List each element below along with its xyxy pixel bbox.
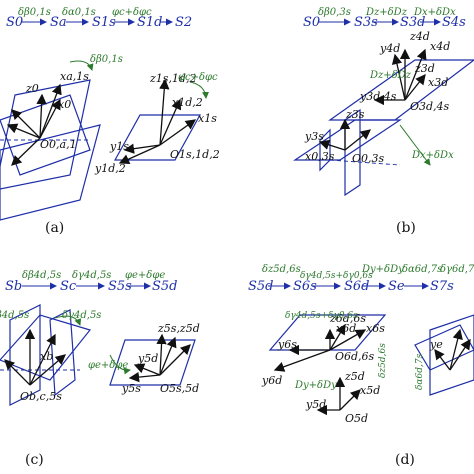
panel-c: Sb δβ4d,5s Sc δγ4d,5s S5s φe+δφe S5d xb … [0, 270, 200, 468]
lbl-y3d4s: y3d,4s [359, 90, 397, 103]
trans-d-2: Dy+δDy [361, 264, 404, 275]
seq-c-3: S5d [152, 279, 178, 294]
lbl-x4d: x4d [430, 40, 450, 53]
seq-a-4: S2 [175, 15, 192, 30]
trans-a-0: δβ0,1s [18, 7, 51, 18]
panel-b-label: (b) [396, 220, 416, 236]
lbl-xb: xb [40, 350, 53, 363]
ann-c-0: δβ4d,5s [0, 310, 29, 321]
ann-d-2: δz5d,6s [378, 343, 388, 378]
trans-d-0: δz5d,6s [262, 264, 301, 275]
axis-z0 [36, 93, 47, 139]
ann-c-2: φe+δφe [88, 360, 128, 371]
lbl-z1s: z1s,1d,2 [149, 72, 196, 85]
lbl-z3s: z3s [345, 108, 365, 121]
lbl-x3d: x3d [428, 76, 448, 89]
seq-a-3: S1d [137, 15, 163, 30]
panel-c-label: (c) [25, 452, 44, 468]
lbl-x5d: x5d [360, 384, 380, 397]
seq-a-2: S1s [92, 15, 116, 30]
lbl-z5s: z5s,z5d [157, 322, 200, 335]
trans-a-1: δα0,1s [62, 7, 96, 18]
lbl-y6d: y6d [261, 374, 282, 387]
panel-b: S0 δβ0,3s S3s Dz+δDz S3d Dx+δDx S4s z4d … [293, 7, 474, 236]
axis-x0 [39, 98, 61, 139]
lbl-xa1s: xa,1s [60, 70, 89, 83]
lbl-z3d: z3d [414, 62, 435, 75]
seq-d-4: S7s [430, 279, 454, 294]
trans-d-1: δγ4d,5s+δγ0,6s [300, 271, 373, 281]
trans-c-1: δγ4d,5s [72, 270, 111, 281]
lbl-z5d: z5d [344, 370, 365, 383]
lbl-y5d-d: y5d [305, 398, 326, 411]
lbl-obc: Ob,c,5s [20, 390, 62, 403]
seq-b-1: S3s [354, 15, 378, 30]
trans-a-2: φc+δφc [112, 7, 152, 18]
ann-d-0: δγ4d,5s+δγ0,6s [285, 311, 358, 321]
lbl-o6d: O6d,6s [335, 350, 375, 363]
trans-c-0: δβ4d,5s [22, 270, 61, 281]
panel-d: S5d δz5d,6s S6s δγ4d,5s+δγ0,6s S6d Dy+δD… [248, 264, 474, 468]
seq-d-1: S6s [293, 279, 317, 294]
trans-d-4: δγ6d,7s [440, 264, 474, 275]
ann-a-0: δβ0,1s [90, 54, 123, 65]
panel-a-label: (a) [45, 220, 64, 236]
trans-b-1: Dz+δDz [365, 7, 408, 18]
ann-a-1: φc+δφc [178, 72, 218, 83]
seq-d-0: S5d [248, 279, 274, 294]
ann-d-1: Dy+δDy [294, 380, 337, 391]
plane-a-4 [113, 114, 202, 161]
plane-b-2 [293, 119, 402, 161]
axis-xa1s [39, 83, 62, 139]
lbl-oa: O0,a,1 [40, 138, 77, 151]
seq-b-0: S0 [303, 15, 320, 30]
lbl-y1s: y1s [109, 140, 129, 153]
lbl-x0: x0 [58, 98, 71, 111]
lbl-y6s: y6s [277, 338, 297, 351]
lbl-y1d2: y1d,2 [94, 162, 126, 175]
lbl-x1d2: x1d,2 [172, 96, 203, 109]
plane-a-2 [0, 79, 91, 190]
lbl-z4d: z4d [409, 30, 430, 43]
seq-d-3: Se [388, 279, 405, 294]
trans-b-0: δβ0,3s [318, 7, 351, 18]
lbl-y4d: y4d [379, 42, 400, 55]
panel-a: S0 δβ0,1s Sa δα0,1s S1s φc+δφc S1d S2 z0… [0, 7, 220, 236]
trans-b-2: Dx+δDx [413, 7, 456, 18]
lbl-x03s: x0,3s [305, 150, 335, 163]
lbl-x6d: x6d [336, 322, 356, 335]
seq-c-2: S5s [108, 279, 132, 294]
seq-a-1: Sa [50, 15, 67, 30]
lbl-o3d: O3d,4s [410, 100, 450, 113]
ann-b-1: Dx+δDx [411, 150, 454, 161]
lbl-y5s: y5s [121, 382, 141, 395]
lbl-o03s: O0,3s [352, 152, 385, 165]
lbl-y5d: y5d [137, 352, 158, 365]
trans-c-2: φe+δφe [125, 270, 165, 281]
lbl-x6s: x6s [366, 322, 385, 335]
lbl-y3s: y3s [304, 130, 324, 143]
lbl-o5s: O5s,5d [160, 382, 199, 395]
seq-b-3: S4s [442, 15, 466, 30]
seq-a-0: S0 [6, 15, 23, 30]
lbl-z0: z0 [25, 82, 39, 95]
seq-c-1: Sc [60, 279, 77, 294]
lbl-o1s: O1s,1d,2 [170, 148, 220, 161]
seq-d-2: S6d [344, 279, 370, 294]
trans-d-3: δα6d,7s [402, 264, 442, 275]
ann-d-3: δα6d,7s [415, 353, 425, 390]
lbl-z6d: z6d,6s [329, 312, 366, 325]
lbl-x1s: x1s [198, 112, 217, 125]
ann-c-1: δγ4d,5s [62, 310, 101, 321]
lbl-o5d: O5d [345, 412, 368, 425]
seq-c-0: Sb [5, 279, 22, 294]
ann-b-0: Dz+δDz [369, 70, 412, 81]
lbl-ye: ye [429, 338, 443, 351]
panel-d-label: (d) [395, 452, 415, 468]
plane-a-3 [0, 124, 101, 221]
seq-b-2: S3d [400, 15, 426, 30]
